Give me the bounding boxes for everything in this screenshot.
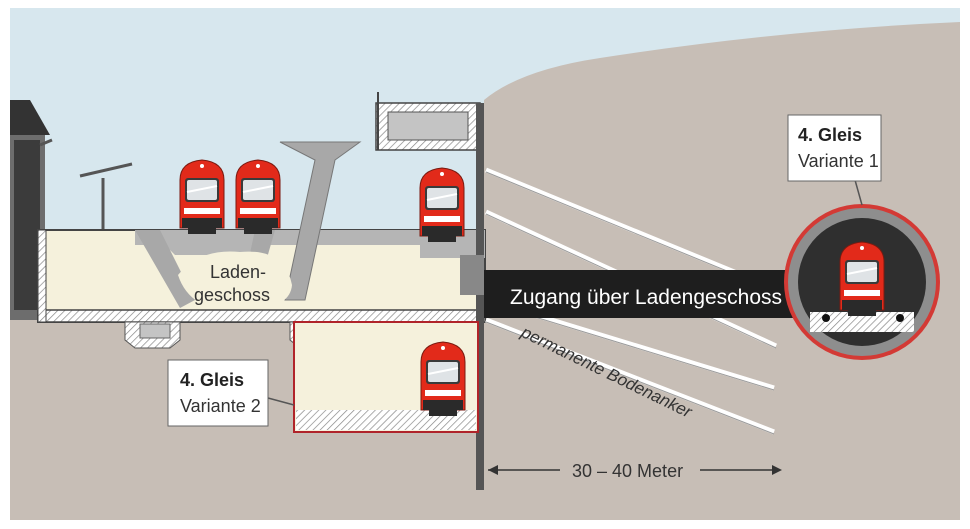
shop-floor-label-1: Laden- bbox=[210, 262, 266, 282]
variant1-callout bbox=[787, 114, 882, 182]
building-facade bbox=[14, 140, 40, 310]
train-3 bbox=[419, 167, 465, 243]
variant2-subtitle: Variante 2 bbox=[180, 396, 261, 416]
tunnel-track-bed bbox=[810, 312, 914, 332]
left-wall bbox=[37, 229, 47, 323]
train-1 bbox=[179, 159, 225, 235]
building-roof bbox=[10, 100, 50, 135]
support-left bbox=[135, 230, 195, 308]
channel-left-box bbox=[139, 323, 171, 339]
upper-box-inner bbox=[387, 111, 469, 141]
base-slab bbox=[37, 309, 486, 323]
train-variant2 bbox=[420, 341, 466, 417]
shop-room bbox=[178, 251, 292, 312]
access-banner bbox=[484, 270, 814, 318]
shop-floor-label-2: geschoss bbox=[194, 285, 270, 305]
train-variant1 bbox=[839, 241, 885, 317]
access-banner-text: Zugang über Ladengeschoss bbox=[510, 286, 782, 309]
variant2-callout bbox=[167, 359, 269, 427]
train-2 bbox=[235, 159, 281, 235]
distance-arrow-left bbox=[488, 465, 498, 475]
variant2-pointer bbox=[267, 397, 295, 406]
variant1-subtitle: Variante 1 bbox=[798, 151, 879, 171]
tunnel-cable bbox=[822, 314, 830, 322]
support-canopy bbox=[279, 141, 362, 301]
retaining-wall bbox=[476, 103, 484, 490]
building-gutter bbox=[39, 138, 53, 147]
variant1-title: 4. Gleis bbox=[798, 125, 862, 145]
catenary-arm bbox=[79, 162, 133, 178]
variant1-pointer bbox=[854, 179, 863, 206]
distance-arrow-right bbox=[772, 465, 782, 475]
distance-label: 30 – 40 Meter bbox=[572, 461, 683, 481]
variant2-title: 4. Gleis bbox=[180, 370, 244, 390]
wall-opening bbox=[460, 255, 484, 295]
tunnel-cable-2 bbox=[896, 314, 904, 322]
